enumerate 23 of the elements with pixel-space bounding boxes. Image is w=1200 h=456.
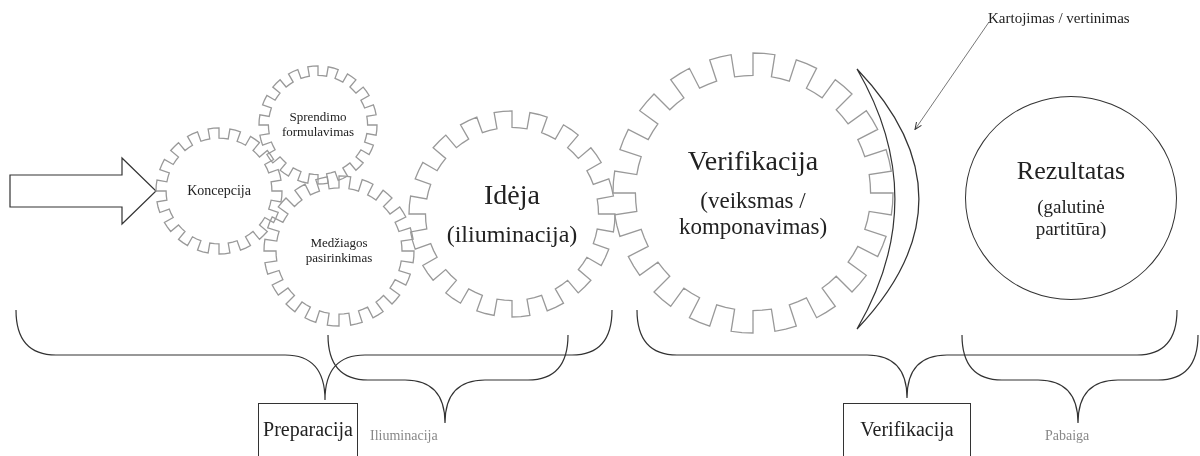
circle-label: Rezultatas	[1016, 156, 1126, 187]
crescent-shape	[856, 68, 920, 330]
phase-label: Verifikacija	[860, 418, 954, 441]
gear-label: Idėja	[484, 179, 540, 212]
gear	[258, 65, 378, 185]
phase-box	[258, 403, 358, 456]
gear	[155, 127, 283, 255]
gear-label: Verifikacija	[687, 145, 819, 178]
block-arrow	[9, 156, 157, 226]
gear-label: Koncepcija	[187, 182, 251, 200]
annotation-text: Kartojimas / vertinimas	[988, 10, 1178, 34]
gear-label: (veiksmas / komponavimas)	[678, 187, 828, 241]
gear	[612, 52, 894, 334]
gear-label: (iliuminacija)	[446, 221, 578, 249]
phase-label: Preparacija	[263, 418, 353, 441]
phase-label: Pabaiga	[1045, 428, 1090, 444]
gear-label: Sprendimo formulavimas	[280, 110, 356, 140]
phase-box	[843, 403, 971, 456]
gear	[408, 110, 616, 318]
result-circle	[965, 96, 1177, 300]
gear-label: Medžiagos pasirinkimas	[304, 236, 374, 266]
gear	[263, 175, 415, 327]
circle-label: (galutinė partitūra)	[1034, 196, 1108, 240]
